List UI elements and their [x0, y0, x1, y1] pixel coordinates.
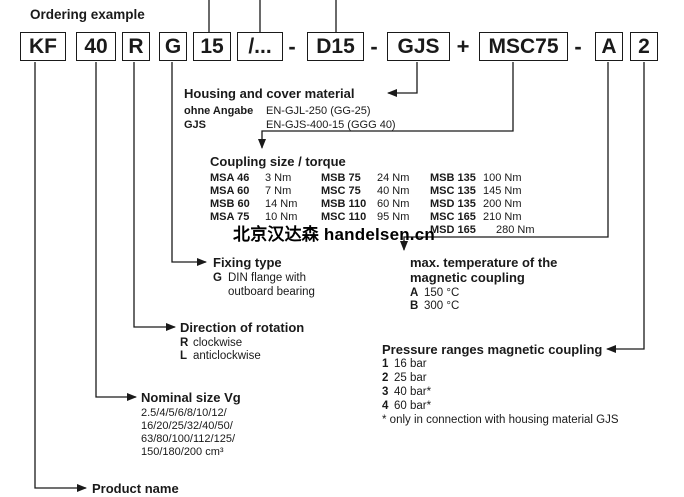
- coupling-torque: 24 Nm: [377, 172, 410, 184]
- coupling-torque: 60 Nm: [377, 198, 410, 210]
- code-separator: -: [288, 33, 296, 59]
- coupling-name: MSC 110: [321, 211, 367, 223]
- fixing-line: outboard bearing: [228, 286, 315, 298]
- code-box-pressure: 2: [630, 32, 658, 61]
- coupling-torque: 10 Nm: [265, 211, 298, 223]
- pressure-key: 2: [382, 372, 389, 384]
- code-box-coupling: MSC75: [479, 32, 568, 61]
- coupling-name: MSC 75: [321, 185, 361, 197]
- housing-value: EN-GJL-250 (GG-25): [266, 105, 371, 117]
- rotation-value: anticlockwise: [193, 350, 261, 362]
- nominal-line: 150/180/200 cm³: [141, 446, 224, 458]
- coupling-name: MSC 165: [430, 211, 476, 223]
- ordering-example-title: Ordering example: [30, 7, 145, 22]
- code-box-product: KF: [20, 32, 66, 61]
- code-separator: -: [574, 33, 582, 59]
- temperature-heading: magnetic coupling: [410, 270, 525, 285]
- coupling-torque: 95 Nm: [377, 211, 410, 223]
- nominal-line: 2.5/4/5/6/8/10/12/: [141, 407, 227, 419]
- rotation-value: clockwise: [193, 337, 243, 349]
- temperature-value: 150 °C: [424, 287, 460, 299]
- temperature-value: 300 °C: [424, 300, 460, 312]
- pressure-key: 3: [382, 386, 389, 398]
- coupling-name: MSD 135: [430, 198, 476, 210]
- pressure-value: 60 bar*: [394, 400, 432, 412]
- coupling-torque: 100 Nm: [483, 172, 522, 184]
- pressure-heading: Pressure ranges magnetic coupling: [382, 342, 603, 357]
- temperature-key: B: [410, 300, 419, 312]
- code-box-temperature: A: [595, 32, 623, 61]
- coupling-name: MSB 135: [430, 172, 476, 184]
- temperature-key: A: [410, 287, 419, 299]
- coupling-name: MSD 165: [430, 224, 476, 236]
- coupling-name: MSA 75: [210, 211, 250, 223]
- coupling-name: MSB 75: [321, 172, 361, 184]
- rotation-key: R: [180, 337, 189, 349]
- coupling-name: MSC 135: [430, 185, 476, 197]
- code-box-fixing: G: [159, 32, 187, 61]
- coupling-name: MSA 60: [210, 185, 250, 197]
- product-heading: Product name: [92, 481, 179, 496]
- coupling-torque: 14 Nm: [265, 198, 298, 210]
- code-box-housing: GJS: [387, 32, 450, 61]
- pressure-value: 25 bar: [394, 372, 427, 384]
- pressure-key: 4: [382, 400, 389, 412]
- nominal-heading: Nominal size Vg: [141, 390, 241, 405]
- housing-key: ohne Angabe: [184, 105, 254, 117]
- coupling-torque: 7 Nm: [265, 185, 292, 197]
- watermark-text: 北京汉达森 handelsen.cn: [233, 225, 435, 244]
- code-separator: -: [370, 33, 378, 59]
- code-box-option: /...: [237, 32, 283, 61]
- nominal-line: 63/80/100/112/125/: [141, 433, 235, 445]
- code-box-rotation: R: [122, 32, 150, 61]
- coupling-name: MSB 110: [321, 198, 367, 210]
- temperature-heading: max. temperature of the: [410, 255, 558, 270]
- fixing-key: G: [213, 272, 222, 284]
- coupling-heading: Coupling size / torque: [210, 154, 346, 169]
- rotation-key: L: [180, 350, 188, 362]
- coupling-name: MSB 60: [210, 198, 250, 210]
- coupling-torque: 200 Nm: [483, 198, 522, 210]
- pressure-value: 40 bar*: [394, 386, 432, 398]
- nominal-line: 16/20/25/32/40/50/: [141, 420, 233, 432]
- fixing-line: DIN flange with: [228, 272, 306, 284]
- coupling-name: MSA 46: [210, 172, 250, 184]
- housing-heading: Housing and cover material: [184, 86, 355, 101]
- rotation-heading: Direction of rotation: [180, 320, 305, 335]
- code-box-shaft-diameter: D15: [307, 32, 364, 61]
- coupling-torque: 210 Nm: [483, 211, 522, 223]
- code-separator: +: [456, 33, 470, 59]
- pressure-note: * only in connection with housing materi…: [382, 414, 619, 426]
- pressure-key: 1: [382, 358, 389, 370]
- coupling-torque: 280 Nm: [496, 224, 535, 236]
- housing-section: Housing and cover material: [184, 86, 355, 101]
- fixing-heading: Fixing type: [213, 255, 282, 270]
- code-box-size: 40: [76, 32, 116, 61]
- coupling-torque: 3 Nm: [265, 172, 292, 184]
- coupling-torque: 40 Nm: [377, 185, 410, 197]
- housing-key: GJS: [184, 119, 207, 131]
- coupling-torque: 145 Nm: [483, 185, 522, 197]
- housing-value: EN-GJS-400-15 (GGG 40): [266, 119, 396, 131]
- code-box-shaft: 15: [193, 32, 231, 61]
- pressure-value: 16 bar: [394, 358, 427, 370]
